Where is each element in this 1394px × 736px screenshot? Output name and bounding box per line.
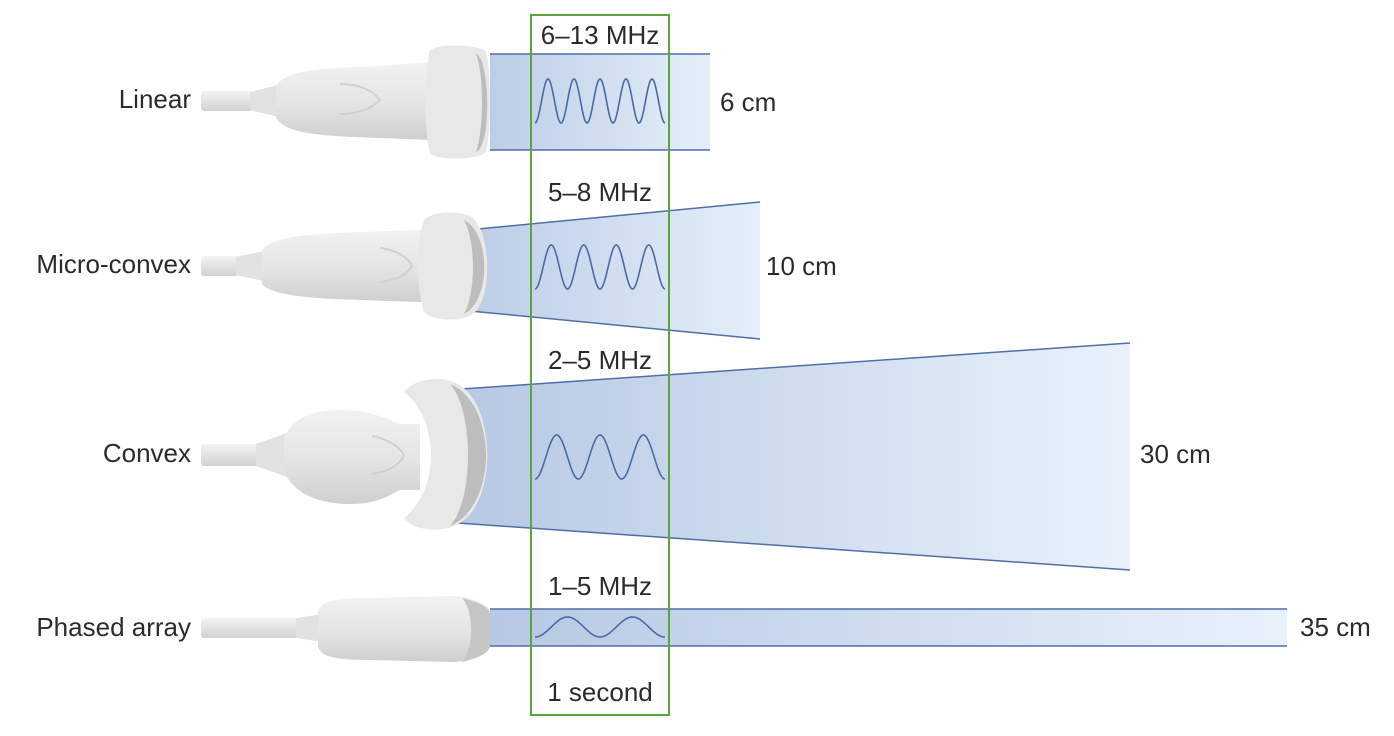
probe-name-phased-array: Phased array [36,612,191,642]
phased-array-wave [534,616,666,638]
time-window-frame [530,14,670,716]
convex-beam-top-edge [461,342,1131,390]
phased-array-probe-icon [201,596,490,662]
depth-label-convex: 30 cm [1140,439,1211,469]
frequency-label-micro-convex: 5–8 MHz [547,177,653,207]
micro-convex-wave [534,244,666,290]
convex-wave [534,434,666,480]
phased-array-beam [490,609,1287,646]
convex-probe-icon [201,378,488,530]
frequency-label-linear: 6–13 MHz [540,20,660,50]
frequency-label-phased-array: 1–5 MHz [547,571,653,601]
micro-convex-beam-bottom-edge [469,310,761,340]
depth-label-micro-convex: 10 cm [766,251,837,281]
linear-wave [534,78,666,124]
linear-probe-icon [201,45,490,159]
micro-convex-probe-icon [201,212,488,320]
probe-name-convex: Convex [102,438,191,468]
convex-beam-bottom-edge [457,522,1131,571]
micro-convex-beam-top-edge [477,201,761,230]
convex-beam [458,343,1130,570]
time-window-label: 1 second [547,677,653,707]
micro-convex-beam [470,202,760,339]
depth-label-phased-array: 35 cm [1300,612,1371,642]
frequency-label-convex: 2–5 MHz [547,345,653,375]
linear-beam [490,54,710,150]
probe-name-linear: Linear [118,84,191,114]
depth-label-linear: 6 cm [720,87,777,117]
probe-name-micro-convex: Micro-convex [36,249,191,279]
